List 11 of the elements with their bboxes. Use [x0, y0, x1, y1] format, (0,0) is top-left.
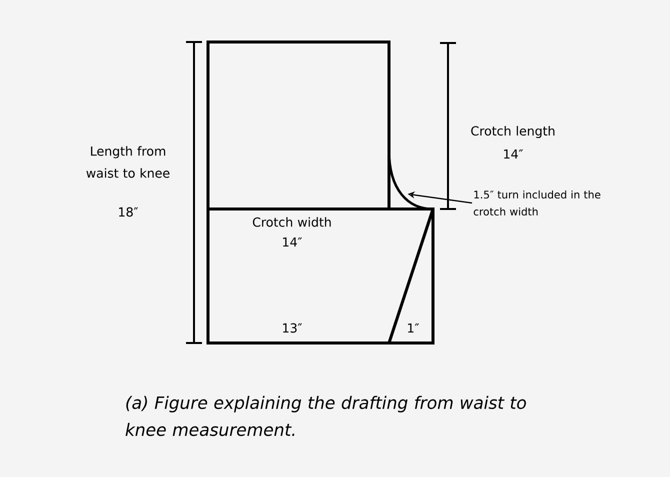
measurement-label: 1″ [408, 323, 420, 333]
measurement-label: 13″ [283, 323, 302, 333]
measurement-label: 14″ [283, 237, 302, 247]
measurement-label: 14″ [504, 149, 523, 159]
caption: (a) Figure explaining the drafting from waist to knee measurement. [126, 396, 526, 436]
measurement-label: Crotch width [252, 217, 331, 227]
measurement-label: 18″ [119, 207, 138, 217]
note-text: 1.5″ turn included in the crotch width [474, 190, 600, 216]
crotch-curve [388, 150, 434, 210]
measurement-label: Length from waist to knee [86, 146, 170, 178]
measurement-label: Crotch length [471, 126, 554, 138]
